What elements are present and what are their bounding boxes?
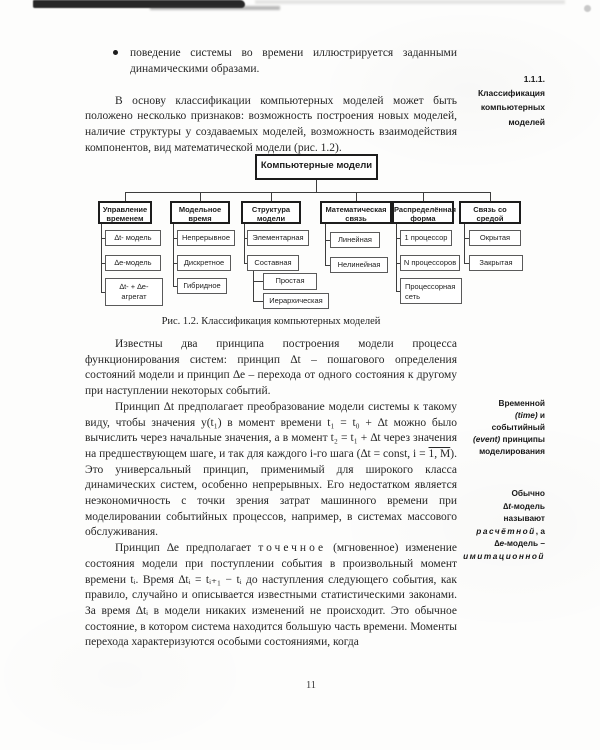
- connector-line: [173, 286, 177, 287]
- connector-line: [253, 301, 263, 302]
- connector-line: [101, 238, 105, 239]
- diagram-child-box: Составная: [247, 255, 299, 271]
- paragraph: В основу классификации компьютерных моде…: [85, 94, 457, 154]
- page-number: 11: [305, 680, 317, 691]
- emphasized-word: точечное: [258, 542, 327, 555]
- diagram-header-box: Управление временем: [98, 201, 152, 224]
- diagram-child-box: Гибридное: [177, 278, 227, 294]
- connector-line: [200, 192, 201, 201]
- connector-line: [396, 238, 400, 239]
- connector-line: [173, 263, 177, 264]
- diagram-header-box: Связь со средой: [459, 201, 521, 224]
- connector-line: [325, 240, 330, 241]
- diagram-child-box: Дискретное: [177, 255, 231, 271]
- diagram-header-box: Структура модели: [241, 201, 301, 224]
- bullet-marker: [113, 50, 118, 55]
- connector-line: [101, 263, 105, 264]
- classification-diagram: Компьютерные модели Управление временем …: [85, 150, 550, 320]
- connector-line: [125, 192, 126, 201]
- diagram-child-box: N процессоров: [400, 255, 460, 271]
- paragraph: Принцип ∆e предполагает точечное (мгнове…: [85, 542, 457, 649]
- connector-line: [396, 291, 400, 292]
- body-text: Известны два принципа построения модели …: [85, 337, 457, 651]
- connector-line: [396, 224, 397, 291]
- scan-smudge: [33, 0, 245, 8]
- diagram-child-box: Элементарная: [247, 230, 309, 246]
- section-title-line: моделей: [508, 116, 545, 127]
- scan-smudge: [255, 0, 565, 4]
- diagram-child-box: Линейная: [330, 232, 380, 248]
- diagram-header-box: Модельное время: [170, 201, 230, 224]
- diagram-child-box: Окрытая: [469, 230, 521, 246]
- connector-line: [173, 224, 174, 286]
- connector-line: [244, 224, 245, 263]
- margin-note-principles: Временной (time) и событийный (event) пр…: [473, 398, 545, 457]
- overlined-range: 1, M: [428, 447, 451, 460]
- section-title-line: компьютерных: [480, 102, 545, 113]
- bullet-list-item: поведение системы во времени иллюстрируе…: [85, 46, 457, 77]
- diagram-child-box: Нелинейная: [330, 257, 388, 273]
- connector-line: [253, 281, 263, 282]
- margin-note-model-names: Обычно ∆t-модель называют расчётной, а ∆…: [463, 488, 545, 561]
- scan-smudge: [150, 6, 280, 10]
- connector-line: [423, 192, 424, 201]
- diagram-child-box: Простая: [263, 273, 317, 290]
- connector-line: [464, 238, 469, 239]
- connector-line: [464, 224, 465, 263]
- paragraph: Известны два принципа построения модели …: [85, 338, 457, 398]
- section-number: 1.1.1.: [523, 74, 545, 84]
- diagram-child-box: ∆t- модель: [105, 230, 161, 246]
- connector-line: [101, 292, 105, 293]
- section-title-line: Классификация: [477, 88, 545, 99]
- diagram-child-box: Закрытая: [469, 255, 523, 271]
- connector-line: [101, 224, 102, 292]
- connector-line: [316, 180, 317, 192]
- diagram-child-box: Иерархическая: [263, 293, 329, 309]
- diagram-child-box: ∆t- + ∆e- агрегат: [105, 278, 163, 306]
- connector-line: [325, 265, 330, 266]
- connector-line: [396, 263, 400, 264]
- figure-caption: Рис. 1.2. Классификация компьютерных мод…: [161, 316, 381, 327]
- diagram-child-box: 1 процессор: [400, 230, 452, 246]
- connector-line: [173, 238, 177, 239]
- section-label: 1.1.1. Классификация компьютерных моделе…: [415, 72, 545, 129]
- diagram-header-box: Распределённая форма: [392, 201, 456, 224]
- connector-line: [490, 192, 491, 201]
- connector-line: [244, 238, 247, 239]
- connector-line: [325, 224, 326, 265]
- paragraph: Принцип ∆t предполагает преобразование м…: [85, 400, 457, 539]
- diagram-header-box: Математическая связь: [320, 201, 392, 224]
- connector-line: [464, 263, 469, 264]
- diagram-child-box: Непрерывное: [177, 230, 235, 246]
- connector-line: [244, 263, 247, 264]
- diagram-root-box: Компьютерные модели: [255, 154, 378, 180]
- connector-line: [125, 192, 490, 193]
- connector-line: [253, 271, 254, 301]
- bullet-text: поведение системы во времени иллюстрируе…: [130, 47, 457, 75]
- diagram-child-box: Процессорная сеть: [400, 278, 462, 304]
- diagram-child-box: ∆e-модель: [105, 255, 161, 271]
- connector-line: [356, 192, 357, 201]
- scan-speck: [584, 5, 591, 12]
- connector-line: [271, 192, 272, 201]
